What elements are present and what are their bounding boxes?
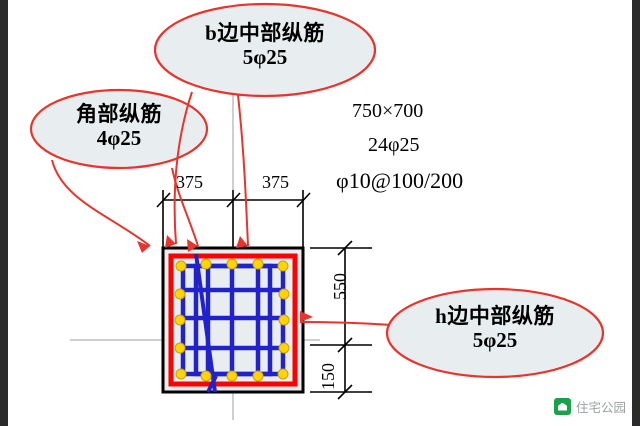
- longitudinal-bars: [174, 258, 290, 382]
- dimension-right-lower: 150: [318, 363, 338, 390]
- callout-corner-bubble: [29, 88, 209, 170]
- right-border-band: [632, 0, 640, 426]
- top-dimension-lines: [156, 190, 311, 248]
- watermark-label: 住宅公园: [575, 401, 626, 415]
- callout-bubbles: [29, 2, 605, 379]
- spec-stirrup: φ10@100/200: [336, 168, 464, 193]
- tie-hooks: [194, 253, 218, 393]
- callout-leaders: [51, 91, 391, 326]
- dimension-right-upper: 550: [330, 273, 350, 300]
- callout-bside-bubble: [153, 2, 377, 98]
- house-icon: [553, 398, 571, 415]
- right-dimension-lines: [310, 240, 372, 400]
- callout-arrowheads: [137, 235, 313, 322]
- spec-section-size: 750×700: [352, 100, 424, 122]
- dimension-top-right: 375: [262, 172, 289, 192]
- dimension-top-left: 375: [176, 172, 203, 192]
- watermark: 住宅公园: [553, 397, 626, 416]
- spec-longitudinal: 24φ25: [368, 134, 420, 156]
- left-border-band: [0, 0, 8, 426]
- column-section: [161, 246, 305, 394]
- callout-hside-bubble: [385, 287, 605, 379]
